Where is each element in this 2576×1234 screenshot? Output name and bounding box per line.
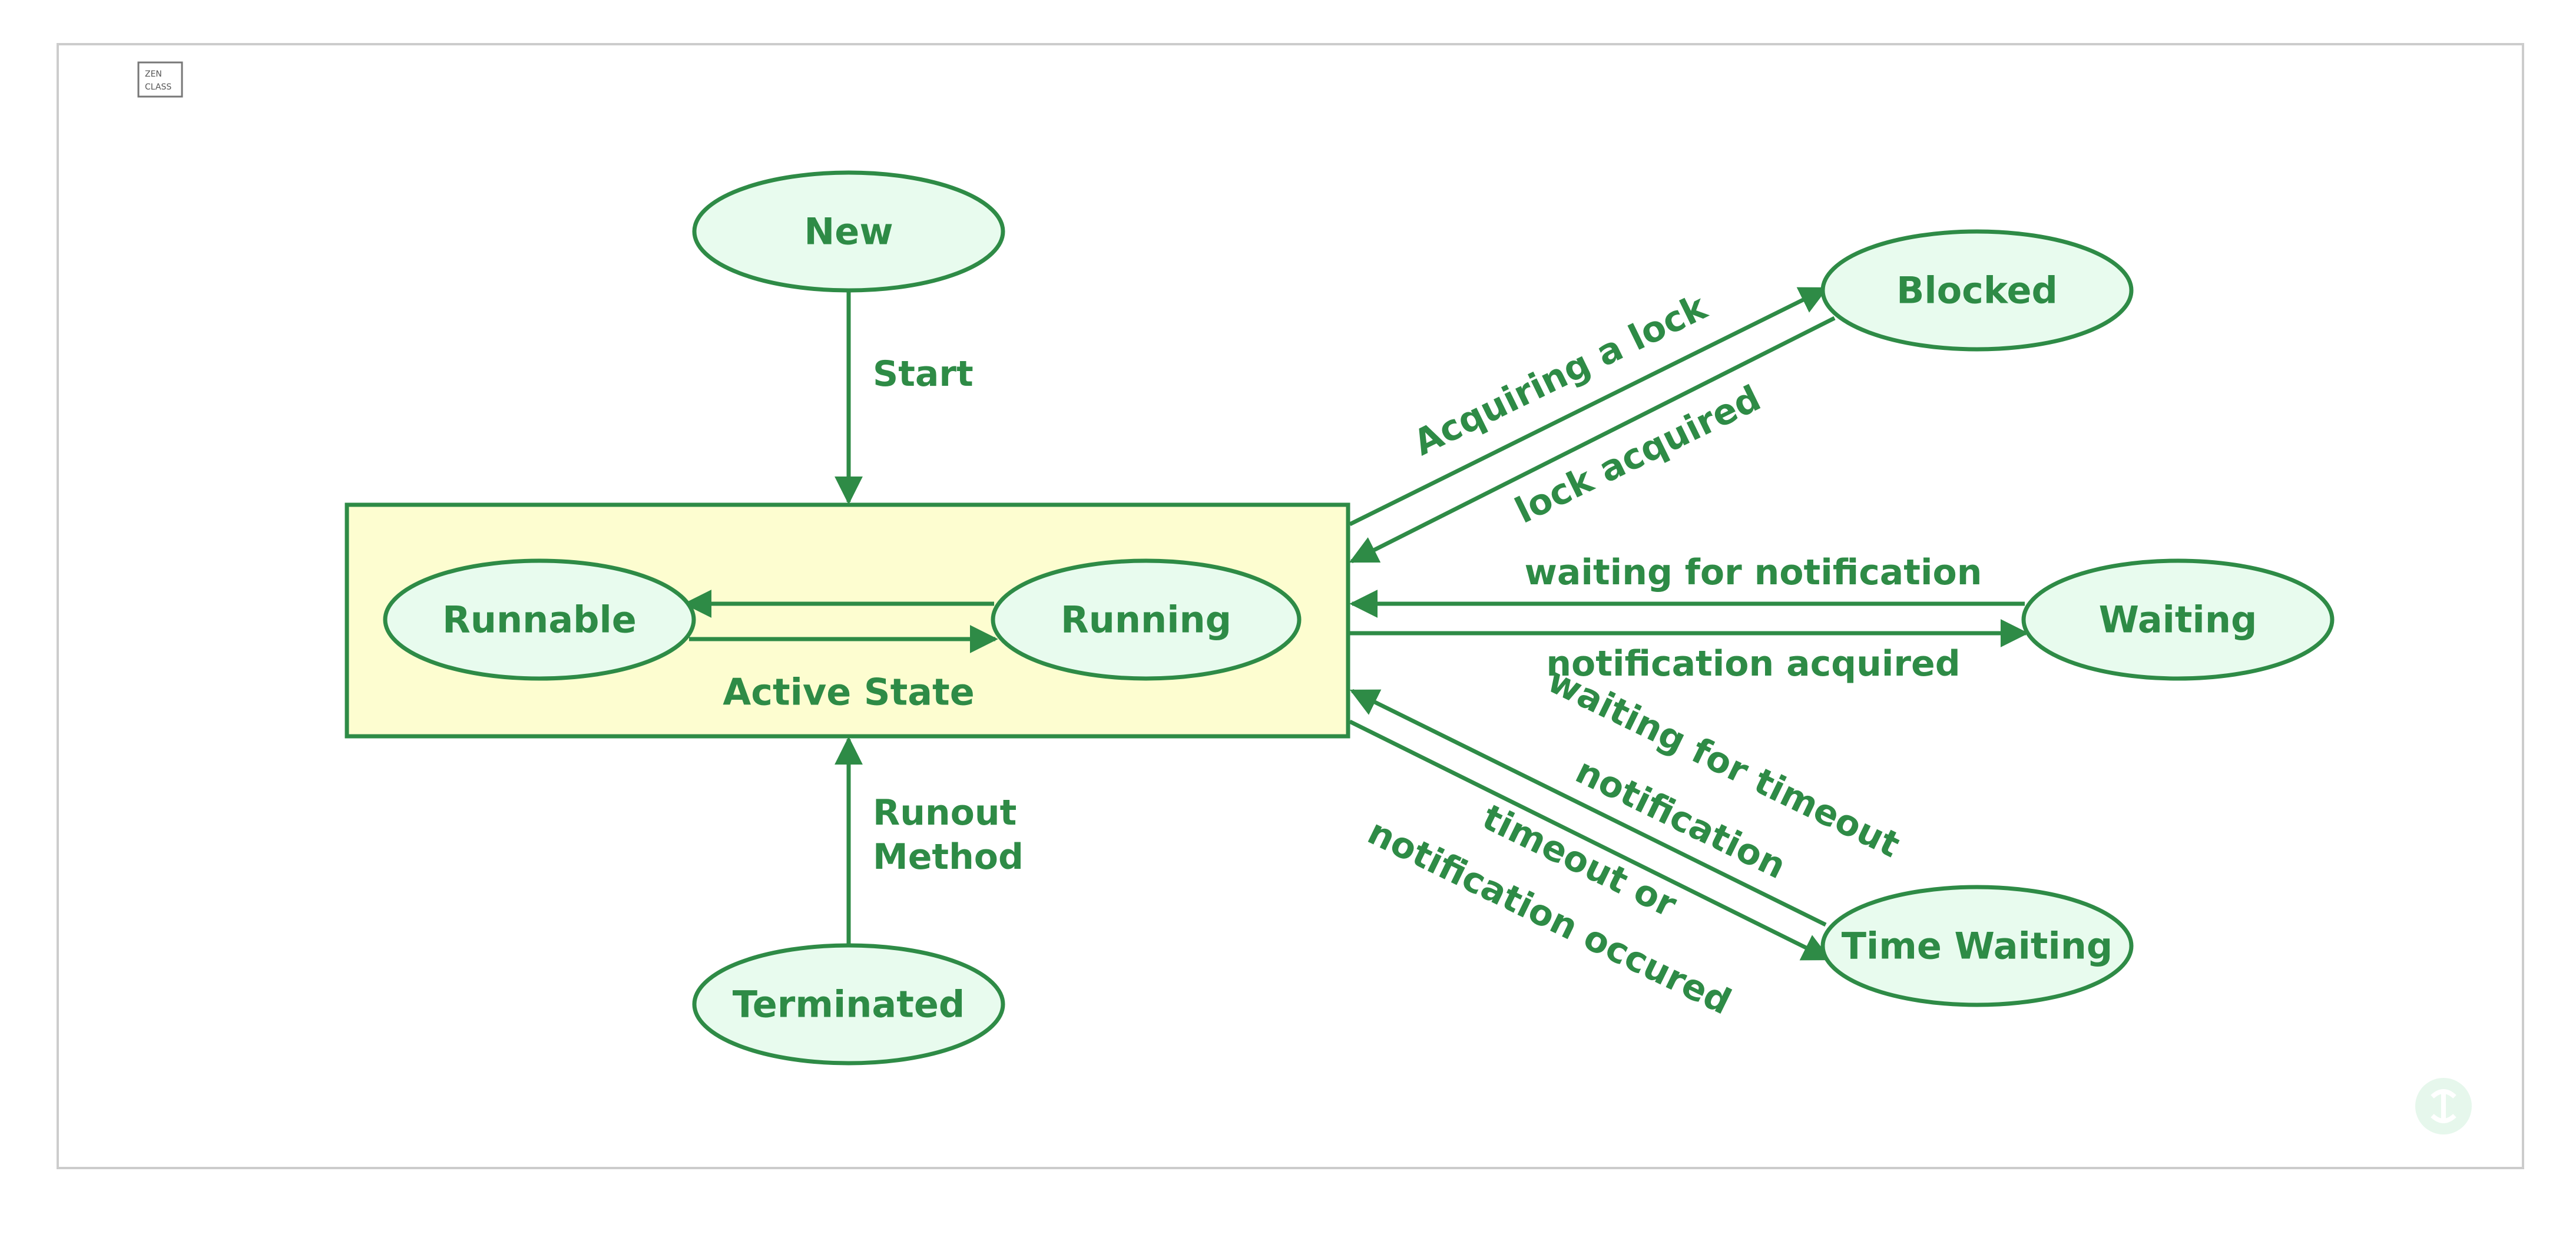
label-waiting-for-notification: waiting for notification xyxy=(1525,552,1982,593)
label-start: Start xyxy=(873,353,974,395)
label-runout-line2: Method xyxy=(873,836,1024,878)
state-blocked-label: Blocked xyxy=(1896,269,2058,312)
state-new-label: New xyxy=(804,210,893,253)
edge-acquiring-lock xyxy=(1349,286,1829,527)
state-terminated: Terminated xyxy=(692,943,1005,1066)
state-runnable: Runnable xyxy=(383,558,696,681)
edge-waiting-for-timeout xyxy=(1349,689,1827,927)
state-time-waiting: Time Waiting xyxy=(1820,885,2134,1007)
state-new: New xyxy=(692,170,1005,293)
state-terminated-label: Terminated xyxy=(733,983,965,1026)
gfg-logo-icon xyxy=(2415,1078,2472,1134)
edge-timeout-occured xyxy=(1349,719,1832,961)
active-state-label: Active State xyxy=(723,671,975,714)
logo-line1: ZEN xyxy=(145,70,162,79)
state-waiting-label: Waiting xyxy=(2099,598,2257,641)
state-runnable-label: Runnable xyxy=(442,598,637,641)
edge-lock-acquired xyxy=(1349,316,1836,564)
state-running: Running xyxy=(991,558,1302,681)
state-time-waiting-label: Time Waiting xyxy=(1842,925,2113,968)
logo-line2: CLASS xyxy=(145,82,171,92)
state-blocked: Blocked xyxy=(1820,229,2134,352)
state-running-label: Running xyxy=(1061,598,1231,641)
label-notification-acquired: notification acquired xyxy=(1546,643,1960,684)
state-waiting: Waiting xyxy=(2021,558,2335,681)
label-runout-line1: Runout xyxy=(873,792,1017,833)
zen-class-logo: ZEN CLASS xyxy=(137,61,183,98)
